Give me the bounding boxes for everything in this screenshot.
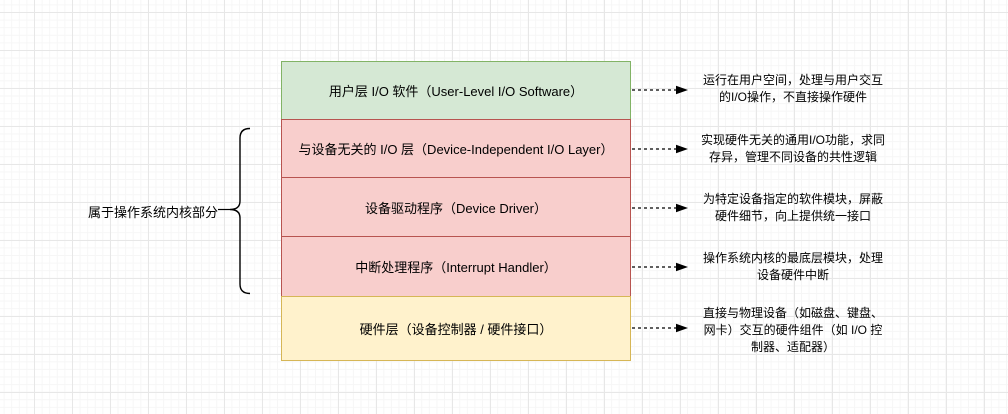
layer-box-device-independent-io: 与设备无关的 I/O 层（Device-Independent I/O Laye… xyxy=(281,119,631,178)
connector-arrow-device-independent xyxy=(632,144,688,154)
annotation-note-device-independent: 实现硬件无关的通用I/O功能，求同 存异，管理不同设备的共性逻辑 xyxy=(700,133,885,164)
layer-box-user-level-io: 用户层 I/O 软件（User-Level I/O Software） xyxy=(281,61,631,120)
layer-title: 中断处理程序（Interrupt Handler） xyxy=(355,260,557,275)
layer-box-interrupt-handler: 中断处理程序（Interrupt Handler） xyxy=(281,236,631,297)
layer-box-device-driver: 设备驱动程序（Device Driver） xyxy=(281,177,631,237)
annotation-note-interrupt-handler: 操作系统内核的最底层模块，处理 设备硬件中断 xyxy=(702,251,883,282)
annotation-note-device-driver: 为特定设备指定的软件模块，屏蔽 硬件细节，向上提供统一接口 xyxy=(702,192,883,223)
layer-title: 设备驱动程序（Device Driver） xyxy=(364,200,547,216)
connector-arrow-device-driver xyxy=(632,203,688,213)
connector-arrow-interrupt-handler xyxy=(632,262,688,272)
kernel-brace-icon xyxy=(218,127,251,295)
kernel-label: 属于操作系统内核部分 xyxy=(88,205,219,220)
layer-title: 硬件层（设备控制器 / 硬件接口） xyxy=(359,322,553,337)
layer-title: 用户层 I/O 软件（User-Level I/O Software） xyxy=(328,84,584,99)
annotation-note-hardware: 直接与物理设备（如磁盘、键盘、 网卡）交互的硬件组件（如 I/O 控 制器、适配… xyxy=(702,306,883,354)
layer-box-hardware: 硬件层（设备控制器 / 硬件接口） xyxy=(281,296,631,361)
annotation-note-user-level: 运行在用户空间，处理与用户交互 的I/O操作，不直接操作硬件 xyxy=(702,73,883,104)
layer-title: 与设备无关的 I/O 层（Device-Independent I/O Laye… xyxy=(298,142,614,157)
connector-arrow-user-level xyxy=(632,85,688,95)
connector-arrow-hardware xyxy=(632,323,688,333)
